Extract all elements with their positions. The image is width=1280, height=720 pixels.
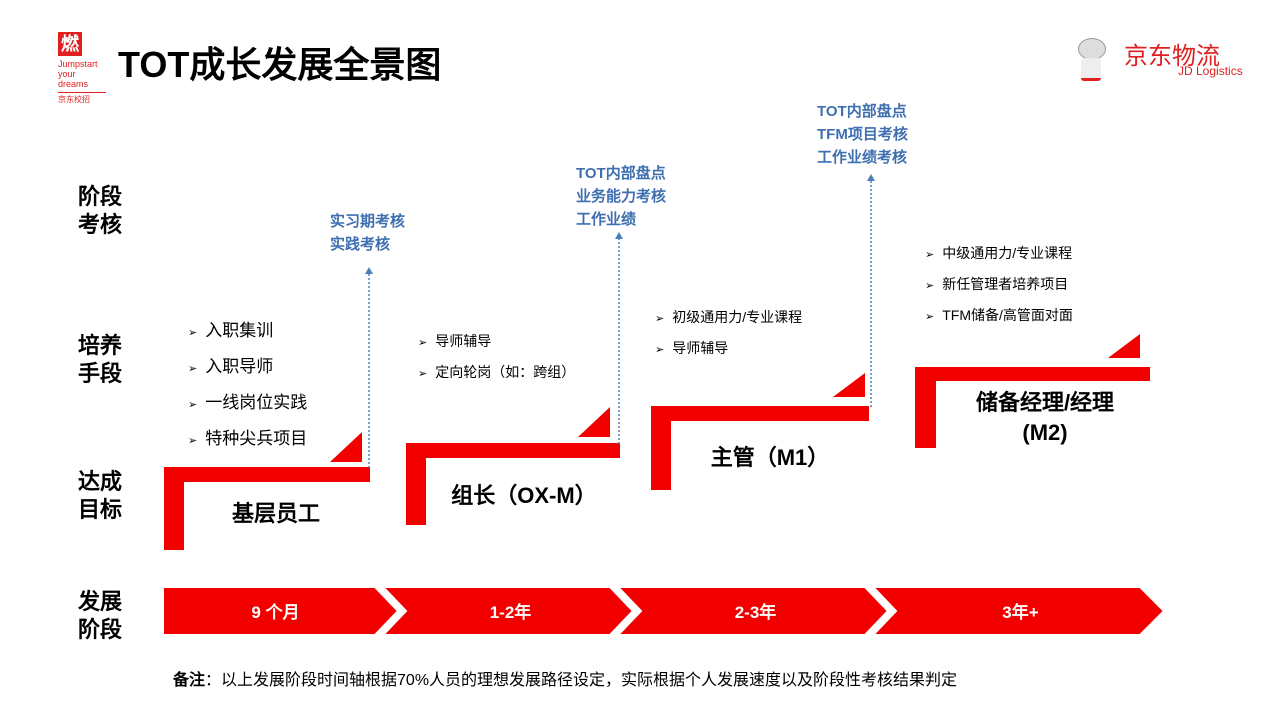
arrow-head-2 [615,232,623,239]
training-list-3: ➢初级通用力/专业课程 ➢导师辅导 [655,303,802,365]
logo-right-cn: 京东物流 [1124,43,1220,70]
timeline-segment-1 [162,586,400,636]
footnote: 备注：以上发展阶段时间轴根据70%人员的理想发展路径设定，实际根据个人发展速度以… [173,666,957,690]
assessment-item: 实习期考核 [330,213,406,230]
row-label-goal: 达成 目标 [77,469,122,522]
stage-label-3: 主管（M1） [710,445,830,470]
list-item: ➢TFM储备/高管面对面 [925,307,1073,323]
training-list-2: ➢导师辅导 ➢定向轮岗（如：跨组） [418,327,575,389]
list-item: ➢入职导师 [188,357,274,376]
logo-glyph: 燃 [58,32,82,56]
logo-sub: 京东校招 [58,95,90,104]
row-label-training: 培养 手段 [77,333,122,386]
row-label-assessment: 阶段 考核 [77,184,122,237]
assessment-item: 工作业绩 [576,211,637,228]
assessment-item: TOT内部盘点 [817,103,907,120]
training-list-4: ➢中级通用力/专业课程 ➢新任管理者培养项目 ➢TFM储备/高管面对面 [925,239,1073,332]
list-item: ➢入职集训 [188,321,274,340]
assessment-item: TOT内部盘点 [576,165,666,182]
step-triangle-3 [833,373,865,397]
timeline-segment-3 [615,586,890,636]
step-triangle-2 [578,407,610,437]
assessment-item: 实践考核 [330,236,391,253]
footnote-text: ：以上发展阶段时间轴根据70%人员的理想发展路径设定，实际根据个人发展速度以及阶… [205,672,958,689]
timeline-segment-4 [870,586,1166,636]
stage-label-2: 组长（OX-M） [451,483,597,508]
list-item: ➢定向轮岗（如：跨组） [418,364,576,380]
list-item: ➢导师辅导 [655,340,729,356]
timeline-label-2: 1-2年 [489,603,532,622]
assessment-item: 工作业绩考核 [817,149,908,166]
step-shape-3 [651,406,869,490]
arrow-head-1 [365,267,373,274]
step-shape-4 [915,367,1150,448]
step-shape-2 [406,443,620,525]
timeline-segment-2 [380,586,635,636]
step-triangle-1 [330,432,362,462]
stage-label-1: 基层员工 [231,501,320,526]
list-item: ➢新任管理者培养项目 [925,276,1069,292]
assessment-2: TOT内部盘点 业务能力考核 工作业绩 [576,162,666,231]
step-triangle-4 [1108,334,1140,358]
step-shape-1 [164,467,370,550]
logo-right: 京东物流 JD Logistics [1066,36,1246,81]
list-item: ➢一线岗位实践 [188,393,308,412]
timeline-label-4: 3年+ [1002,603,1039,622]
timeline-label-1: 9 个月 [251,603,300,622]
timeline-label-3: 2-3年 [734,603,777,622]
logo-line: your [58,69,76,79]
logo-right-en: JD Logistics [1178,64,1243,78]
row-label-stage: 发展 阶段 [77,589,122,642]
list-item: ➢特种尖兵项目 [188,429,308,448]
list-item: ➢初级通用力/专业课程 [655,309,803,325]
logo-line: dreams [58,79,106,93]
stage-label-4: 储备经理/经理 (M2) [975,390,1115,445]
logo-left: 燃 Jumpstart your dreams 京东校招 [58,32,106,105]
assessment-3: TOT内部盘点 TFM项目考核 工作业绩考核 [817,100,908,169]
footnote-label: 备注 [173,672,206,689]
training-list-1: ➢入职集训 ➢入职导师 ➢一线岗位实践 ➢特种尖兵项目 [188,314,307,458]
assessment-item: TFM项目考核 [817,126,908,143]
arrow-head-3 [867,174,875,181]
assessment-item: 业务能力考核 [576,188,667,205]
assessment-1: 实习期考核 实践考核 [330,210,405,256]
list-item: ➢导师辅导 [418,333,492,349]
list-item: ➢中级通用力/专业课程 [925,245,1073,261]
page-title: TOT成长发展全景图 [118,44,442,85]
mascot-icon [1070,38,1112,81]
logo-line: Jumpstart [58,59,98,69]
